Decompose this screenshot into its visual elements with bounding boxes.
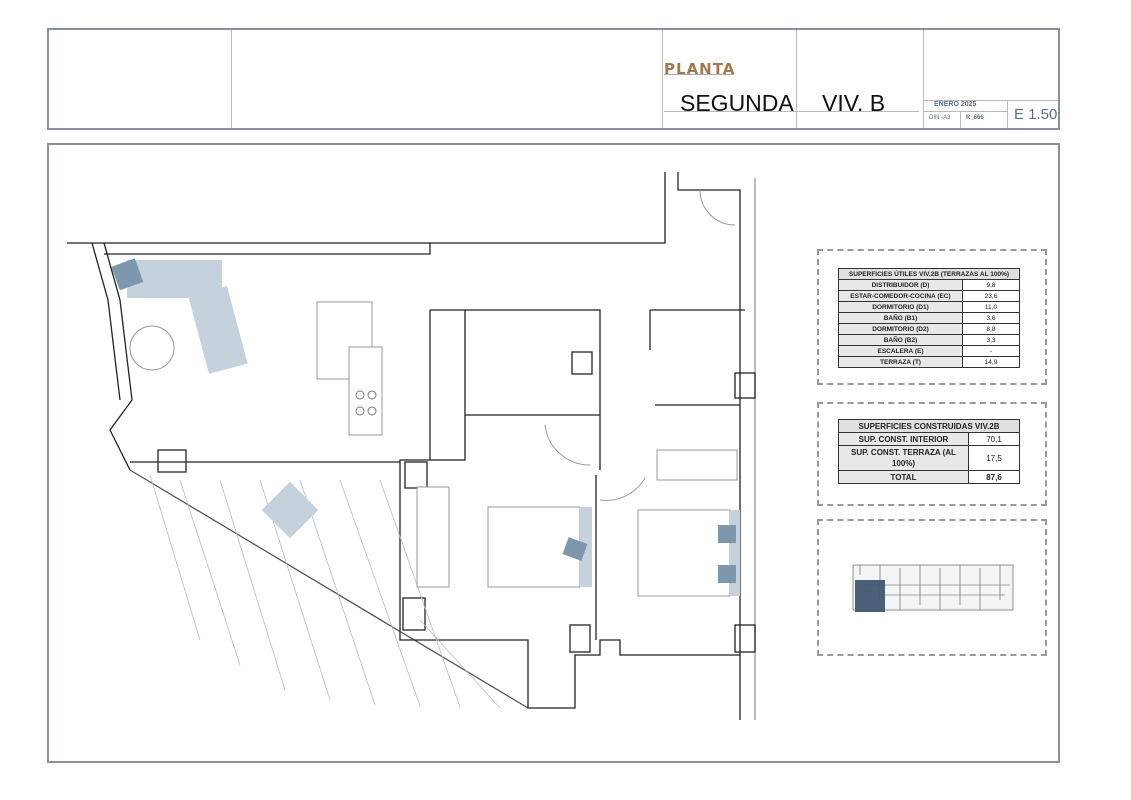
pillow: [718, 565, 736, 583]
table-row: ESTAR-COMEDOR-COCINA (EC)23,6: [838, 290, 1020, 302]
divider: [662, 30, 663, 128]
terrace-hatch: [149, 474, 501, 709]
pillow: [562, 537, 588, 561]
wall-right: [677, 172, 741, 720]
floor-name: SEGUNDA: [680, 90, 794, 116]
divider: [923, 111, 1007, 112]
table-row: DISTRIBUIDOR (D)9,8: [838, 279, 1020, 291]
column: [402, 597, 426, 631]
sofa: [127, 260, 222, 298]
useful-areas-table: SUPERFICIES ÚTILES VIV.2B (TERRAZAS AL 1…: [838, 268, 1020, 368]
stairs: [416, 449, 738, 588]
divider: [796, 30, 797, 128]
built-areas-table: SUPERFICIES CONSTRUIDAS VIV.2B SUP. CONS…: [838, 419, 1020, 484]
unit-name: VIV. B: [822, 90, 886, 116]
wall-top: [67, 172, 666, 244]
table-title: SUPERFICIES ÚTILES VIV.2B (TERRAZAS AL 1…: [838, 268, 1020, 280]
useful-areas-box: [817, 249, 1047, 385]
wall-left: [103, 242, 133, 471]
paper-size: DIN -A3: [929, 115, 951, 121]
divider: [1007, 100, 1008, 128]
divider: [923, 100, 1058, 101]
terrace-table: [261, 481, 319, 539]
table-row: TERRAZA (T)14,9: [838, 356, 1020, 368]
sofa-chaise: [188, 286, 248, 374]
table-title: SUPERFICIES CONSTRUIDAS VIV.2B: [838, 419, 1020, 433]
door-swing: [544, 424, 591, 466]
key-plan-box: [817, 519, 1047, 656]
terrace-edge: [129, 469, 529, 709]
table-row: SUP. CONST. TERRAZA (AL 100%)17,5: [838, 445, 1020, 471]
wall-bath1: [465, 309, 601, 470]
planta-label: PLANTA: [664, 60, 736, 78]
door-swing: [699, 189, 736, 226]
table-row: DORMITORIO (D2)8,8: [838, 323, 1020, 335]
bed-2: [637, 509, 731, 597]
drawing-frame: [47, 143, 1060, 763]
door-swing: [599, 477, 646, 501]
title-block: [47, 28, 1060, 130]
wall-bedroom1: [399, 309, 740, 709]
divider: [231, 30, 232, 128]
furniture: [111, 189, 740, 597]
walls: [67, 172, 756, 720]
bed-1: [487, 506, 581, 588]
divider: [664, 111, 919, 112]
column: [157, 449, 187, 473]
pillow: [718, 525, 736, 543]
column: [569, 624, 591, 653]
divider: [960, 111, 961, 128]
kitchen-island: [348, 346, 383, 436]
column: [734, 372, 756, 399]
wall-left-outer: [91, 242, 121, 401]
wall-top-inner: [104, 243, 431, 255]
table-row: BAÑO (B1)3,6: [838, 312, 1020, 324]
cushion: [111, 258, 144, 291]
built-areas-box: [817, 402, 1047, 506]
rug: [129, 325, 175, 371]
divider: [923, 30, 924, 128]
scale: E 1.50: [1014, 106, 1058, 123]
table-row: BAÑO (B2)3,3: [838, 334, 1020, 346]
table-row: DORMITORIO (D1)11,0: [838, 301, 1020, 313]
column: [734, 624, 756, 653]
underline: [664, 74, 734, 75]
table-row: ESCALERA (E)-: [838, 345, 1020, 357]
reference: R_666: [966, 115, 984, 121]
column: [571, 351, 593, 375]
column: [404, 461, 428, 489]
date: ENERO 2025: [934, 101, 977, 108]
